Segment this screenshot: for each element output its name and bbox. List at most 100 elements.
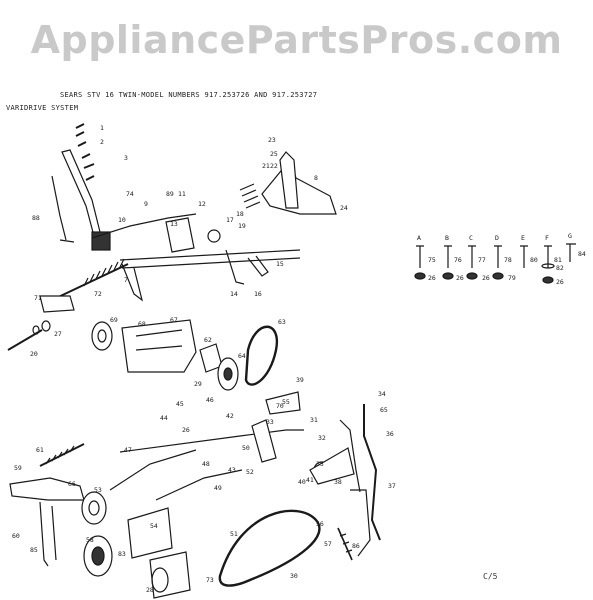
label-52: 52 <box>246 468 254 476</box>
spring-stack <box>75 123 95 181</box>
label-60: 60 <box>12 532 20 540</box>
label-30: 30 <box>290 572 298 580</box>
label-44: 44 <box>160 414 168 422</box>
label-3: 3 <box>124 154 128 162</box>
label-63: 63 <box>278 318 286 326</box>
hw-lower-79: 79 <box>508 274 516 282</box>
arm-55 <box>265 391 301 415</box>
hw-num-77: 77 <box>478 256 486 264</box>
label-42: 42 <box>226 412 234 420</box>
label-48: 48 <box>202 460 210 468</box>
label-59: 59 <box>14 464 22 472</box>
hw-num-76: 76 <box>454 256 462 264</box>
label-50: 50 <box>242 444 250 452</box>
label-19: 19 <box>238 222 246 230</box>
housing-68 <box>121 319 197 373</box>
label-57: 57 <box>324 540 332 548</box>
arm-30 <box>309 447 355 485</box>
label-73: 73 <box>206 576 214 584</box>
label-56: 56 <box>316 520 324 528</box>
label-29: 29 <box>194 380 202 388</box>
hw-letter-E: E <box>521 234 525 242</box>
label-46: 46 <box>206 396 214 404</box>
label-1: 1 <box>100 124 104 132</box>
label-83: 83 <box>118 550 126 558</box>
label-13: 13 <box>170 220 178 228</box>
label-55: 55 <box>282 398 290 406</box>
label-22: 22 <box>270 162 278 170</box>
hw-lower-26c: 26 <box>482 274 490 282</box>
label-27: 27 <box>54 330 62 338</box>
label-53: 53 <box>94 486 102 494</box>
bracket-43 <box>127 507 173 559</box>
label-18: 18 <box>236 210 244 218</box>
hw-letter-C: C <box>469 234 473 242</box>
label-40: 40 <box>298 478 306 486</box>
label-23: 23 <box>268 136 276 144</box>
belt-63 <box>244 325 279 386</box>
hw-letter-D: D <box>495 234 499 242</box>
watermark: AppliancePartsPros.com <box>30 18 563 62</box>
label-33: 33 <box>266 418 274 426</box>
rod-47 <box>109 449 197 491</box>
shaft-49 <box>119 429 304 453</box>
pulley-53 <box>81 491 107 525</box>
hw-lower-26d: 26 <box>556 278 564 286</box>
label-45: 45 <box>176 400 184 408</box>
label-49: 49 <box>214 484 222 492</box>
label-24: 24 <box>340 204 348 212</box>
rod-36 <box>339 419 361 493</box>
rod-37 <box>350 489 371 557</box>
label-16: 16 <box>254 290 262 298</box>
page-code: C/5 <box>483 572 498 581</box>
label-7: 7 <box>124 276 128 284</box>
part-labels: 1 2 3 88 74 89 11 9 10 12 13 7 17 18 19 … <box>12 124 396 594</box>
label-25: 25 <box>270 150 278 158</box>
label-12: 12 <box>198 200 206 208</box>
hw-num-75: 75 <box>428 256 436 264</box>
label-64: 64 <box>238 352 246 360</box>
label-61: 61 <box>36 446 44 454</box>
label-69: 69 <box>110 316 118 324</box>
arm-52 <box>251 419 277 463</box>
cross-shaft-lower <box>121 257 301 269</box>
threaded-rod-coil <box>83 258 125 287</box>
label-71: 71 <box>34 294 42 302</box>
hw-num-81: 81 <box>554 256 562 264</box>
hw-num-78: 78 <box>504 256 512 264</box>
adjust-bracket <box>39 295 75 313</box>
hw-letter-B: B <box>445 234 449 242</box>
linkage-rod <box>91 213 197 239</box>
label-34: 34 <box>378 390 386 398</box>
rod-56 <box>363 404 381 541</box>
hardware-legend-labels: A B C D E F G 75 76 77 78 80 81 84 26 26… <box>417 232 586 286</box>
control-rod <box>51 175 75 243</box>
hw-lower-26b: 26 <box>456 274 464 282</box>
label-65: 65 <box>380 406 388 414</box>
label-9: 9 <box>144 200 148 208</box>
label-68: 68 <box>138 320 146 328</box>
label-37: 37 <box>388 482 396 490</box>
label-38: 38 <box>334 478 342 486</box>
label-54: 54 <box>150 522 158 530</box>
label-72: 72 <box>94 290 102 298</box>
label-20: 20 <box>30 350 38 358</box>
rod-60b <box>51 505 57 561</box>
post-23 <box>279 151 299 209</box>
label-10: 10 <box>118 216 126 224</box>
pivot-block <box>165 217 195 253</box>
spring-86 <box>337 527 353 561</box>
label-35: 35 <box>316 460 324 468</box>
label-43: 43 <box>228 466 236 474</box>
label-15: 15 <box>276 260 284 268</box>
label-2: 2 <box>100 138 104 146</box>
label-39: 39 <box>296 376 304 384</box>
label-88: 88 <box>32 214 40 222</box>
label-67: 67 <box>170 316 178 324</box>
arm-15 <box>247 255 269 277</box>
label-66: 66 <box>68 480 76 488</box>
rod-60 <box>39 501 49 567</box>
hw-lower-82: 82 <box>556 264 564 272</box>
hw-lower-26a: 26 <box>428 274 436 282</box>
